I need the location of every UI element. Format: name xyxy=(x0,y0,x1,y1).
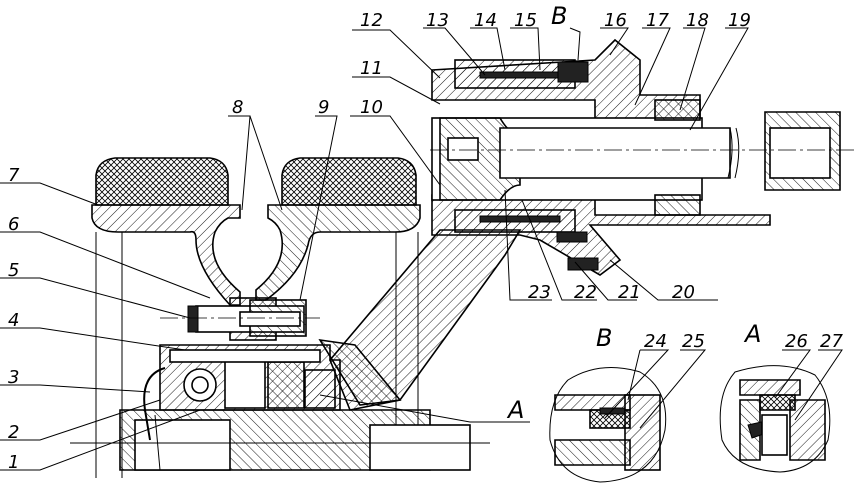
callout-3: 3 xyxy=(8,367,19,388)
tire-left xyxy=(91,157,241,478)
callout-24: 24 xyxy=(644,331,667,352)
callout-26: 26 xyxy=(785,331,808,352)
detail-view-b xyxy=(549,367,667,483)
view-label-a-main: A xyxy=(506,396,524,424)
callout-9: 9 xyxy=(318,97,329,118)
callout-8: 8 xyxy=(232,97,243,118)
callout-18: 18 xyxy=(686,10,709,31)
detail-view-a xyxy=(719,365,831,473)
callout-10: 10 xyxy=(360,97,383,118)
callout-25: 25 xyxy=(682,331,705,352)
callout-23: 23 xyxy=(528,282,551,303)
callout-6: 6 xyxy=(8,214,19,235)
callout-7: 7 xyxy=(8,165,20,186)
callout-2: 2 xyxy=(8,422,19,443)
callout-5: 5 xyxy=(8,260,19,281)
callout-14: 14 xyxy=(474,10,497,31)
callout-labels: 1 2 3 4 5 6 7 8 9 10 11 12 13 14 15 B 16… xyxy=(8,2,843,473)
view-label-a-detail: A xyxy=(743,320,761,348)
callout-1: 1 xyxy=(8,452,19,473)
callout-22: 22 xyxy=(574,282,597,303)
callout-27: 27 xyxy=(820,331,843,352)
callout-20: 20 xyxy=(672,282,695,303)
callout-11: 11 xyxy=(360,58,383,79)
callout-17: 17 xyxy=(646,10,669,31)
callout-12: 12 xyxy=(360,10,383,31)
callout-16: 16 xyxy=(604,10,627,31)
callout-21: 21 xyxy=(618,282,641,303)
drive-shaft xyxy=(499,111,841,191)
callout-4: 4 xyxy=(8,310,19,331)
view-label-b-detail: B xyxy=(596,324,612,352)
callout-15: 15 xyxy=(514,10,537,31)
callout-13: 13 xyxy=(426,10,449,31)
view-label-b-top: B xyxy=(551,2,567,30)
suspension-arm xyxy=(318,229,522,411)
leader-lines xyxy=(0,27,843,471)
callout-19: 19 xyxy=(728,10,751,31)
